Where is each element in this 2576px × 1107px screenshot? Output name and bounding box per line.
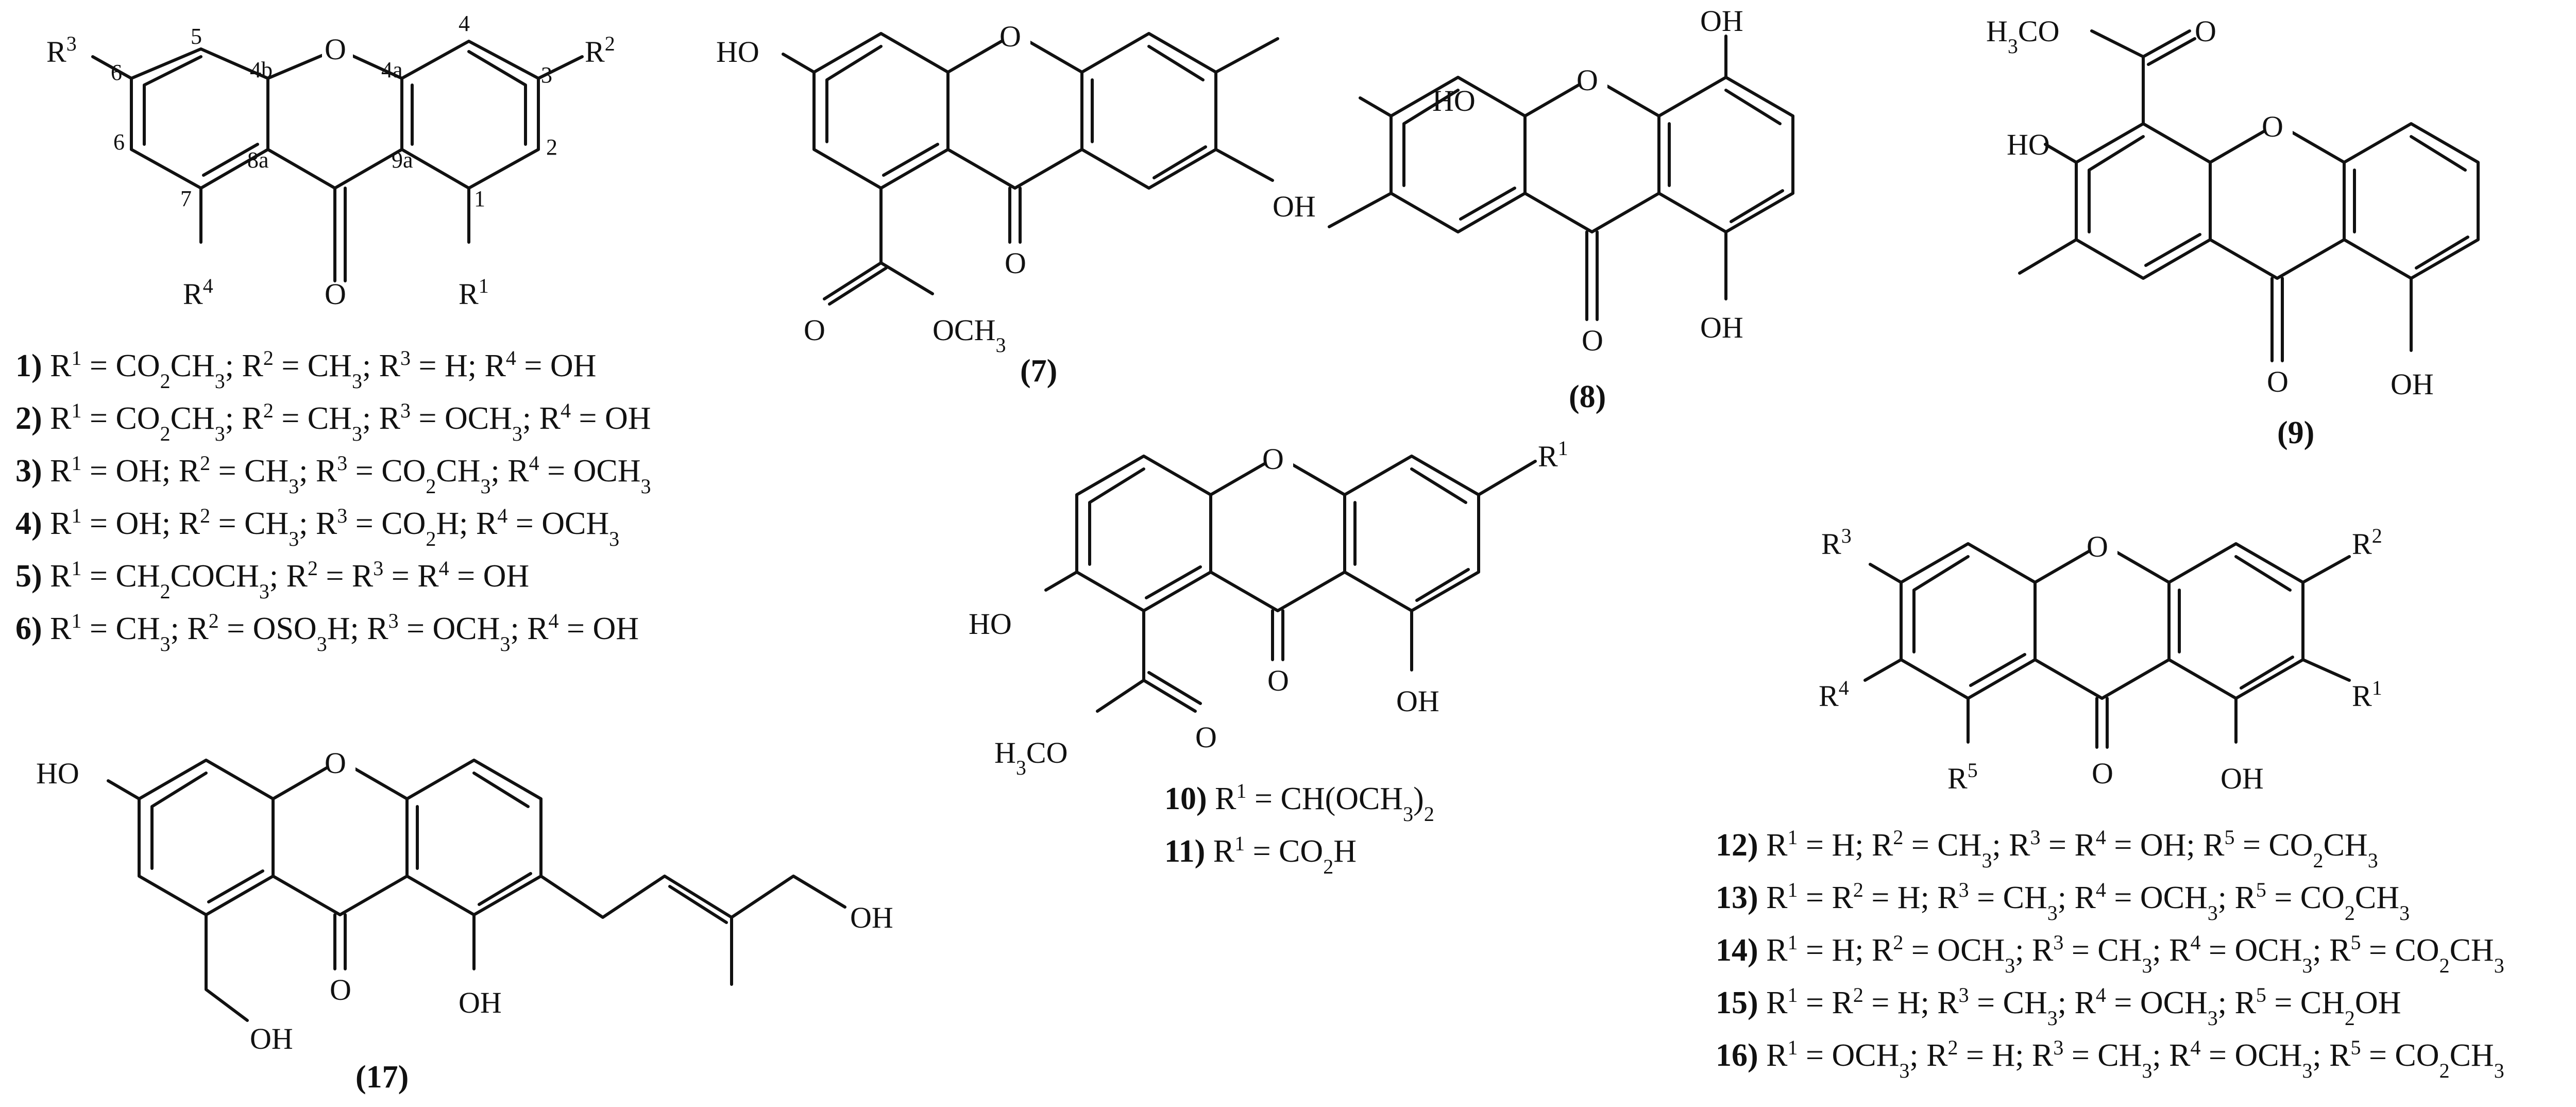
svg-text:5: 5 xyxy=(191,24,202,49)
ester-oxygen: O xyxy=(1195,720,1217,754)
carbonyl-oxygen: O xyxy=(1005,246,1026,280)
label-r3: R3 xyxy=(1821,524,1852,561)
svg-text:1) R1 = CO2CH3; R2 = CH3; R3 =: 1) R1 = CO2CH3; R2 = CH3; R3 = H; R4 = O… xyxy=(15,346,596,393)
svg-text:4b: 4b xyxy=(250,57,273,82)
structure-17 xyxy=(107,747,846,1022)
svg-text:4a: 4a xyxy=(381,57,403,82)
ring-numbering: 5 6 4b 4a 4 3 6 7 8a 9a 1 2 xyxy=(111,11,557,211)
ring-oxygen: O xyxy=(1262,442,1284,476)
carbonyl-oxygen: O xyxy=(2092,757,2113,790)
carbonyl-oxygen: O xyxy=(1582,324,1603,357)
structure-9 xyxy=(2018,29,2480,362)
compound-label-8: (8) xyxy=(1569,379,1606,414)
svg-text:12) R1 = H; R2 = CH3; R3 = R4: 12) R1 = H; R2 = CH3; R3 = R4 = OH; R5 =… xyxy=(1716,826,2378,872)
svg-text:1: 1 xyxy=(474,186,485,211)
hydroxyl: OH xyxy=(2391,367,2434,401)
structure-7 xyxy=(782,21,1279,306)
hydroxyl: OH xyxy=(2221,762,2264,795)
hydroxyl: OH xyxy=(1700,4,1743,38)
hydroxyl: OH xyxy=(850,901,893,934)
label-r1: R1 xyxy=(1538,437,1568,474)
label-r2: R2 xyxy=(585,32,615,69)
svg-text:3: 3 xyxy=(541,62,552,88)
compound-label-17: (17) xyxy=(355,1060,409,1095)
hydroxyl: OH xyxy=(250,1022,293,1055)
svg-text:13) R1 = R2 = H; R3 = CH3; R4: 13) R1 = R2 = H; R3 = CH3; R4 = OCH3; R5… xyxy=(1716,878,2410,925)
svg-text:6: 6 xyxy=(113,129,125,155)
hydroxyl: HO xyxy=(2007,128,2050,161)
ring-oxygen: O xyxy=(325,746,346,780)
ester-oxygen: O xyxy=(2195,14,2216,48)
carbonyl-oxygen: O xyxy=(2267,365,2289,398)
carbonyl-oxygen: O xyxy=(330,973,351,1007)
legend-10-11: 10) R1 = CH(OCH3)2 11) R1 = CO2H xyxy=(1164,779,1434,878)
svg-text:11) R1 = CO2H: 11) R1 = CO2H xyxy=(1164,832,1357,878)
label-r4: R4 xyxy=(1819,676,1849,713)
svg-text:14) R1 = H; R2 = OCH3; R3 = CH: 14) R1 = H; R2 = OCH3; R3 = CH3; R4 = OC… xyxy=(1716,931,2504,977)
svg-text:6) R1 = CH3; R2 = OSO3H; R3 =: 6) R1 = CH3; R2 = OSO3H; R3 = OCH3; R4 =… xyxy=(15,609,639,656)
svg-text:16) R1 = OCH3; R2 = H; R3 = CH: 16) R1 = OCH3; R2 = H; R3 = CH3; R4 = OC… xyxy=(1716,1036,2504,1082)
hydroxyl: OH xyxy=(1273,190,1316,223)
svg-text:4: 4 xyxy=(459,11,470,36)
svg-text:4) R1 = OH; R2 = CH3; R3 = CO2: 4) R1 = OH; R2 = CH3; R3 = CO2H; R4 = OC… xyxy=(15,504,619,550)
structure-10-11 xyxy=(1044,443,1537,713)
svg-text:9a: 9a xyxy=(392,147,413,173)
svg-text:5) R1 = CH2COCH3; R2 = R3 = R4: 5) R1 = CH2COCH3; R2 = R3 = R4 = OH xyxy=(15,557,529,603)
hydroxyl: HO xyxy=(969,607,1012,641)
legend-12-16: 12) R1 = H; R2 = CH3; R3 = R4 = OH; R5 =… xyxy=(1716,826,2504,1082)
label-r1: R1 xyxy=(459,274,489,311)
label-r2: R2 xyxy=(2352,524,2382,561)
structure-12-16 xyxy=(1863,531,2351,749)
ring-oxygen: O xyxy=(2262,110,2283,143)
ring-oxygen: O xyxy=(999,20,1021,53)
label-r1: R1 xyxy=(2352,676,2382,713)
hydroxyl: HO xyxy=(1432,84,1476,118)
compound-label-7: (7) xyxy=(1020,354,1057,389)
label-r4: R4 xyxy=(183,274,213,311)
hydroxyl: OH xyxy=(1396,684,1439,718)
hydroxyl: HO xyxy=(36,757,79,790)
svg-text:6: 6 xyxy=(111,60,122,85)
svg-text:2: 2 xyxy=(546,135,557,160)
svg-text:8a: 8a xyxy=(247,147,269,173)
ring-oxygen: O xyxy=(325,32,346,66)
methoxy: H3CO xyxy=(994,736,1067,779)
hydroxyl: HO xyxy=(716,35,759,69)
methoxy: OCH3 xyxy=(933,313,1006,357)
legend-1-6: 1) R1 = CO2CH3; R2 = CH3; R3 = H; R4 = O… xyxy=(15,346,651,656)
ring-oxygen: O xyxy=(1577,63,1598,97)
carbonyl-oxygen: O xyxy=(325,277,346,311)
svg-text:15) R1 = R2 = H; R3 = CH3; R4: 15) R1 = R2 = H; R3 = CH3; R4 = OCH3; R5… xyxy=(1716,983,2401,1030)
structure-8 xyxy=(1328,35,1794,321)
svg-text:10) R1 = CH(OCH3)2: 10) R1 = CH(OCH3)2 xyxy=(1164,779,1434,826)
ester-oxygen: O xyxy=(804,313,825,347)
structure-1-6 xyxy=(91,36,584,282)
label-r5: R5 xyxy=(1947,759,1978,796)
carbonyl-oxygen: O xyxy=(1267,664,1289,697)
hydroxyl: OH xyxy=(459,986,502,1019)
methoxy: H3CO xyxy=(1986,14,2059,58)
ring-oxygen: O xyxy=(2087,530,2108,563)
compound-label-9: (9) xyxy=(2277,415,2314,450)
svg-text:3) R1 = OH; R2 = CH3; R3 = CO2: 3) R1 = OH; R2 = CH3; R3 = CO2CH3; R4 = … xyxy=(15,451,651,498)
svg-text:7: 7 xyxy=(180,186,192,211)
label-r3: R3 xyxy=(46,32,77,69)
hydroxyl: OH xyxy=(1700,311,1743,344)
svg-text:2) R1 = CO2CH3; R2 = CH3; R3 =: 2) R1 = CO2CH3; R2 = CH3; R3 = OCH3; R4 … xyxy=(15,399,651,445)
